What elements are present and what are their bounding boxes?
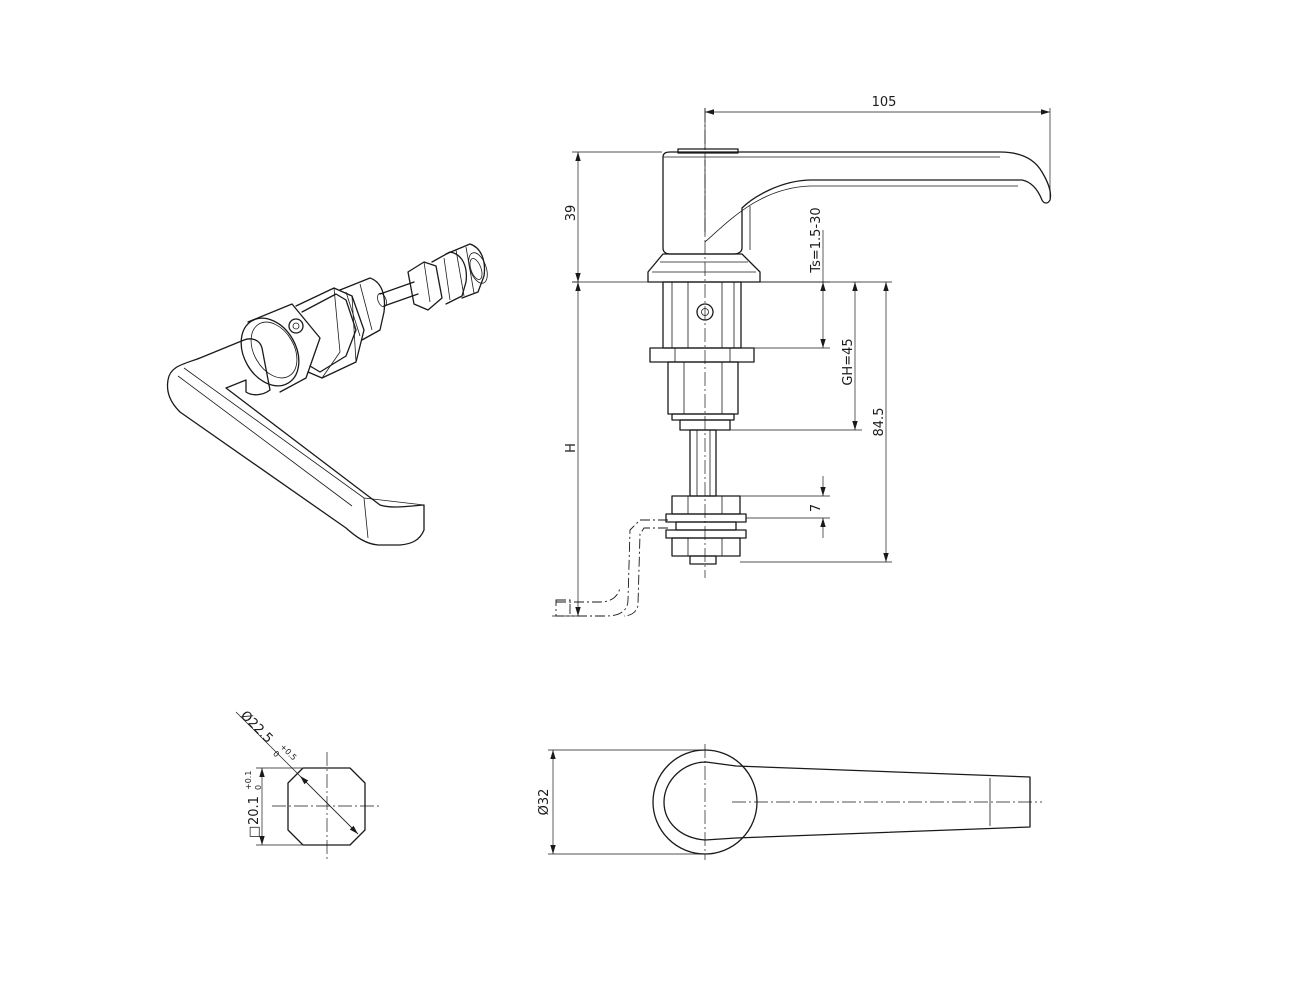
isometric-view	[166, 243, 488, 546]
panel-cutout-view: Ø22.5 +0.5 0 □ 20.1 +0.1 0	[235, 708, 380, 860]
dim-nut-offset: 7	[740, 476, 830, 538]
side-body	[649, 281, 755, 431]
dim-text-7: 7	[809, 504, 824, 512]
side-shaft	[689, 429, 717, 497]
dim-text-square-prefix: □	[247, 826, 262, 838]
iso-nut-assembly	[407, 243, 488, 311]
iso-rosette	[240, 303, 321, 393]
dim-text-105: 105	[872, 95, 897, 110]
dim-text-rosette-dia: Ø32	[537, 789, 552, 816]
side-handle	[662, 148, 1052, 255]
side-rosette	[647, 253, 761, 283]
dim-text-gh: GH=45	[841, 338, 856, 385]
dim-handle-height: 39	[564, 151, 662, 283]
top-lever	[663, 761, 1031, 841]
dim-text-84-5: 84.5	[872, 408, 887, 437]
dim-handle-length: 105	[704, 95, 1051, 198]
dim-text-square-tol-up: +0.1	[244, 771, 253, 790]
dim-text-square-tol-low: 0	[254, 785, 263, 790]
dim-overall-height: H	[552, 281, 582, 617]
dim-text-cutout-tol-low: 0	[271, 749, 281, 759]
dim-text-square-size: 20.1	[247, 796, 262, 825]
side-nuts	[665, 495, 747, 565]
dim-sheet-thickness: Ts=1.5-30	[742, 207, 830, 349]
dim-text-cutout-dia: Ø22.5	[237, 708, 275, 746]
dim-grip-height: GH=45	[730, 281, 862, 431]
dim-text-39: 39	[564, 205, 579, 222]
top-view: Ø32	[537, 744, 1042, 860]
cutout-shape	[287, 767, 366, 846]
dim-text-h: H	[564, 443, 579, 453]
iso-body-housing	[295, 277, 386, 379]
dim-body-length: 84.5	[740, 281, 892, 563]
side-cam-phantom	[555, 519, 668, 617]
dim-text-ts: Ts=1.5-30	[809, 207, 824, 273]
iso-lever-handle	[166, 338, 425, 546]
side-elevation-view: 105 39 H Ts=1.5-30 GH	[552, 95, 1052, 617]
